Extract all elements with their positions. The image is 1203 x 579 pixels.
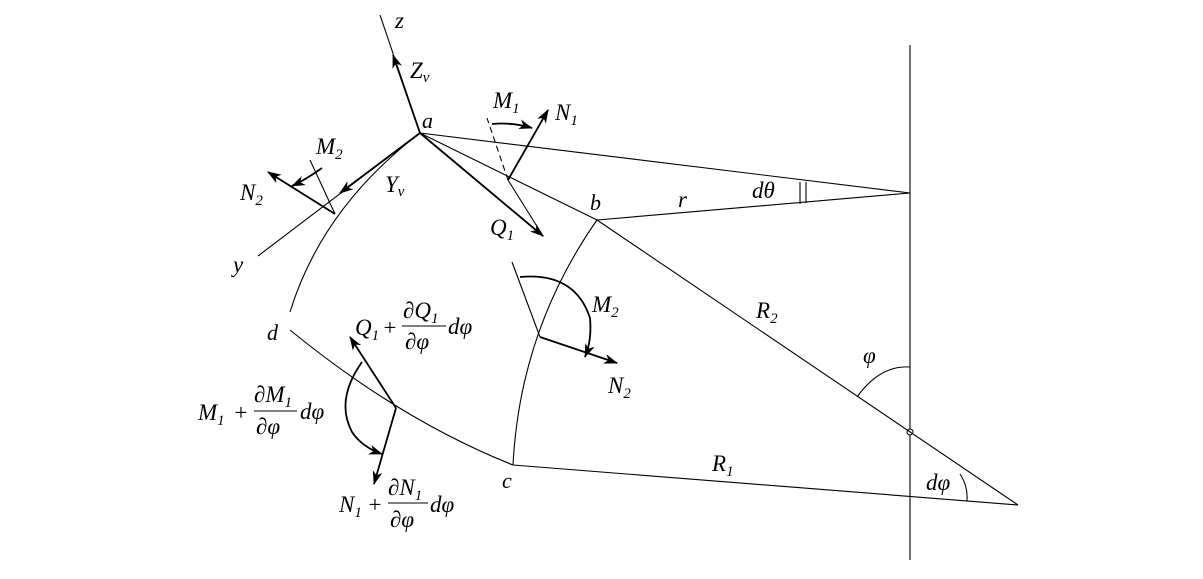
line-b-to-axis-r	[596, 192, 911, 221]
svg-text:+: +	[367, 492, 383, 517]
label-c: c	[502, 468, 512, 493]
M2-left-normal	[309, 159, 336, 215]
label-d: d	[267, 320, 279, 345]
dphi-arc	[959, 473, 968, 502]
line-a-to-axis	[419, 132, 911, 194]
line-a-to-b	[419, 132, 598, 221]
M1-plus-dM1-moment-arc	[344, 361, 383, 455]
label-M1-plus-dM1: M1 + ∂M1 ∂φ dφ	[197, 382, 325, 439]
svg-text:∂φ: ∂φ	[405, 329, 429, 354]
label-Zv: Zv	[410, 58, 430, 86]
label-N2-left: N2	[239, 180, 263, 209]
label-N2-mid: N2	[607, 373, 631, 402]
N2-mid-vector	[539, 336, 618, 364]
label-M2-left: M2	[315, 134, 343, 163]
label-Q1: Q1	[490, 215, 514, 244]
label-z: z	[394, 8, 404, 33]
label-r: r	[678, 187, 688, 212]
label-y: y	[231, 252, 244, 277]
label-R2: R2	[755, 298, 778, 327]
svg-text:+: +	[233, 400, 249, 425]
M2-mid-normal	[511, 261, 541, 338]
svg-text:dφ: dφ	[300, 399, 325, 424]
svg-text:∂M1: ∂M1	[254, 382, 292, 411]
label-M1: M1	[492, 88, 520, 117]
Q1-plus-dQ1-vector	[349, 336, 397, 409]
line-R2	[596, 219, 1019, 506]
label-dtheta: dθ	[752, 178, 775, 203]
svg-text:dφ: dφ	[430, 492, 455, 517]
label-M2-mid: M2	[591, 292, 619, 321]
svg-text:∂φ: ∂φ	[256, 414, 280, 439]
svg-text:+: +	[382, 315, 398, 340]
edge-a-d	[289, 132, 421, 313]
Yv-vector	[339, 132, 421, 194]
edge-d-c	[289, 329, 514, 466]
svg-text:∂Q1: ∂Q1	[403, 298, 439, 327]
svg-text:N1: N1	[338, 492, 362, 521]
line-R1	[512, 464, 1019, 506]
label-b: b	[590, 190, 601, 215]
label-R1: R1	[711, 451, 734, 480]
Q1-line-top	[507, 179, 544, 237]
M1-moment-arc	[491, 119, 533, 130]
N2-left-vector	[267, 171, 336, 215]
N1-plus-dN1-vector	[372, 407, 397, 485]
label-N1-plus-dN1: N1 + ∂N1 ∂φ dφ	[338, 475, 455, 532]
Zv-vector	[392, 54, 421, 134]
Q1-top-vector	[419, 132, 544, 237]
M2-left-moment-arc	[291, 167, 323, 187]
svg-text:∂φ: ∂φ	[390, 507, 414, 532]
N1-dashed-normal	[486, 117, 509, 181]
svg-text:M1: M1	[197, 400, 225, 429]
svg-text:∂N1: ∂N1	[388, 475, 422, 504]
label-Yv: Yv	[385, 172, 405, 200]
label-dphi: dφ	[926, 470, 951, 495]
N1-vector	[507, 109, 549, 181]
label-phi: φ	[863, 343, 876, 368]
edge-b-c	[512, 219, 598, 466]
label-Q1-plus-dQ1: Q1 + ∂Q1 ∂φ dφ	[355, 298, 473, 354]
M2-mid-moment-arc	[519, 275, 595, 358]
label-a: a	[422, 108, 433, 133]
svg-text:Q1: Q1	[355, 315, 379, 344]
phi-arc	[856, 366, 911, 398]
svg-text:dφ: dφ	[448, 314, 473, 339]
label-N1: N1	[554, 100, 578, 129]
